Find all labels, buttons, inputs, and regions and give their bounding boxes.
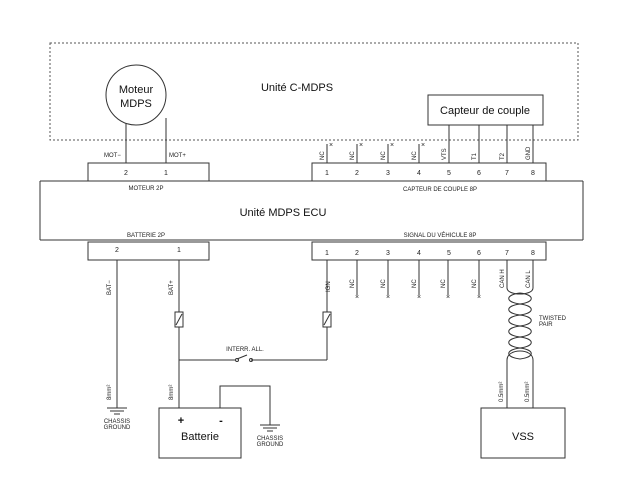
sensor-pin-1: 1 [325, 170, 329, 177]
chassis-ground-icon [107, 407, 127, 415]
sensor-wire-label: NC [350, 151, 356, 160]
vehicle-wire-label-nc: NC [472, 279, 478, 288]
sensor-pin-7: 7 [505, 170, 509, 177]
gauge-can-h: 0.5mm² [499, 382, 505, 402]
sensor-pin-4: 4 [417, 170, 421, 177]
nc-mark-icon: × [329, 142, 333, 149]
nc-mark-icon: × [417, 294, 421, 301]
sensor-pin-2: 2 [355, 170, 359, 177]
fuse-icon [322, 311, 332, 328]
sensor-wire-label: NC [320, 151, 326, 160]
gauge-bat-minus: 8mm² [107, 385, 113, 400]
nc-mark-icon: × [421, 142, 425, 149]
vehicle-wire-label-nc: NC [412, 279, 418, 288]
vehicle-connector-name: SIGNAL DU VÉHICULE 8P [404, 232, 477, 239]
sensor-connector [311, 162, 547, 182]
battery-connector-name: BATTERIE 2P [127, 233, 165, 239]
cmdps-unit-boundary [49, 42, 579, 141]
motor-pin-1: 1 [164, 170, 168, 177]
sensor-wire-label: GND [526, 146, 532, 160]
vehicle-pin-2: 2 [355, 250, 359, 257]
sensor-pin-3: 3 [386, 170, 390, 177]
sensor-wire-label: T1 [472, 152, 478, 160]
motor-label-2: MDPS [120, 98, 152, 110]
ground-label-1: CHASSIS [257, 436, 283, 442]
vehicle-wire-label-nc: NC [350, 279, 356, 288]
sensor-wire-label: T2 [500, 152, 506, 160]
torque-sensor [427, 94, 544, 126]
wire-label-ign: IGN [326, 281, 332, 292]
switch-label: INTERR. ALL. [226, 347, 264, 353]
vehicle-pin-7: 7 [505, 250, 509, 257]
motor-label-1: Moteur [119, 84, 154, 96]
vehicle-pin-1: 1 [325, 250, 329, 257]
battery-title: Batterie [181, 431, 219, 443]
wire-label-bat-plus: BAT+ [169, 280, 175, 295]
fuse-icon [174, 311, 184, 328]
vss-title: VSS [512, 431, 534, 443]
sensor-pin-8: 8 [531, 170, 535, 177]
battery-pin-1: 1 [177, 247, 181, 254]
ground-label-2: GROUND [104, 425, 131, 431]
battery-plus: + [178, 415, 184, 427]
torque-sensor-title: Capteur de couple [440, 105, 530, 117]
vehicle-connector [311, 241, 547, 261]
sensor-pin-5: 5 [447, 170, 451, 177]
nc-mark-icon: × [359, 142, 363, 149]
sensor-pin-6: 6 [477, 170, 481, 177]
vehicle-pin-3: 3 [386, 250, 390, 257]
ignition-switch-icon [235, 354, 253, 362]
vehicle-wire-label-nc: NC [381, 279, 387, 288]
sensor-wire-label: NC [381, 151, 387, 160]
vss-unit [480, 407, 566, 459]
wire-label-mot-minus: MOT− [104, 153, 121, 159]
vehicle-pin-6: 6 [477, 250, 481, 257]
wire-label-mot-plus: MOT+ [169, 153, 186, 159]
nc-mark-icon: × [446, 294, 450, 301]
battery [158, 407, 242, 459]
sensor-wire-label: NC [412, 151, 418, 160]
wire-label-can-l: CAN L [526, 270, 532, 288]
cmdps-unit-title: Unité C-MDPS [261, 82, 333, 94]
battery-minus: - [219, 415, 223, 427]
gauge-bat-plus: 8mm² [169, 385, 175, 400]
ground-label-2: GROUND [257, 442, 284, 448]
ground-label-1: CHASSIS [104, 419, 130, 425]
motor-connector-name: MOTEUR 2P [128, 186, 163, 192]
vehicle-pin-4: 4 [417, 250, 421, 257]
vehicle-pin-8: 8 [531, 250, 535, 257]
motor: Moteur MDPS [105, 64, 167, 126]
nc-mark-icon: × [355, 294, 359, 301]
sensor-connector-name: CAPTEUR DE COUPLE 8P [403, 187, 477, 193]
wire-label-bat-minus: BAT− [107, 280, 113, 295]
ecu-title: Unité MDPS ECU [240, 207, 327, 219]
twisted-label-2: PAIR [539, 322, 553, 328]
sensor-wire-label: VTS [442, 148, 448, 160]
gauge-can-l: 0.5mm² [525, 382, 531, 402]
motor-pin-2: 2 [124, 170, 128, 177]
wire-label-can-h: CAN H [500, 269, 506, 288]
battery-connector [87, 241, 210, 261]
battery-pin-2: 2 [115, 247, 119, 254]
nc-mark-icon: × [386, 294, 390, 301]
chassis-ground-icon [260, 424, 280, 432]
nc-mark-icon: × [477, 294, 481, 301]
vehicle-pin-5: 5 [447, 250, 451, 257]
vehicle-wire-label-nc: NC [441, 279, 447, 288]
twisted-label-1: TWISTED [539, 316, 567, 322]
nc-mark-icon: × [390, 142, 394, 149]
motor-connector [87, 162, 210, 182]
twisted-pair-icon [508, 292, 532, 360]
